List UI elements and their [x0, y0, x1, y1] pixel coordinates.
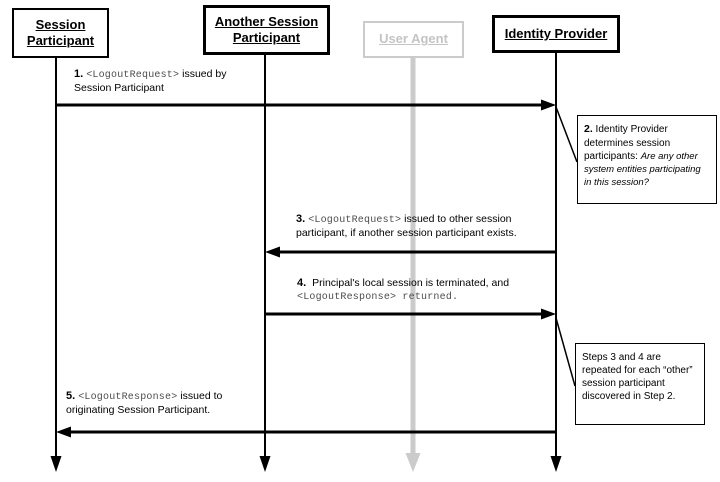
arrowhead-right-icon: [541, 99, 556, 111]
note-3-4-connector-line: [555, 317, 576, 387]
participant-box-user-agent: User Agent: [363, 21, 464, 58]
participant-label: Another Session: [214, 13, 319, 29]
lifeline-end-arrow-icon: [50, 456, 62, 472]
xml-element-name: <LogoutRequest>: [86, 70, 180, 81]
participant-box-session-participant: Session Participant: [12, 8, 109, 58]
step-number: 2.: [584, 123, 593, 135]
participant-box-identity-provider: Identity Provider: [492, 15, 620, 53]
xml-element-name: <LogoutRequest>: [308, 215, 402, 226]
message-3-label: 3.<LogoutRequest> issued to other sessio…: [296, 213, 517, 240]
step-number: 1.: [74, 68, 84, 80]
message-5-arrow: [56, 426, 556, 438]
note-step-2: 2. Identity Provider determines session …: [577, 115, 717, 204]
note-2-connector-line: [555, 106, 578, 163]
arrowhead-left-icon: [265, 246, 280, 258]
participant-label: Session: [35, 16, 86, 32]
note-steps-3-4: Steps 3 and 4 are repeated for each “oth…: [575, 343, 705, 425]
lifeline-end-arrow-icon: [550, 456, 562, 472]
participant-label: Identity Provider: [504, 25, 608, 41]
message-1-label: 1.<LogoutRequest> issued by Session Part…: [74, 68, 227, 95]
note-question-italic: Are any other system entities participat…: [584, 150, 701, 189]
participant-label: Participant: [26, 33, 95, 48]
step-number: 3.: [296, 213, 306, 225]
xml-element-name: <LogoutResponse>: [78, 392, 178, 403]
arrowhead-right-icon: [541, 308, 556, 320]
step-number: 4.: [297, 277, 307, 289]
message-5-label: 5.<LogoutResponse> issued to originating…: [66, 390, 223, 417]
participant-label: Participant: [232, 30, 301, 45]
xml-element-name: <LogoutResponse> returned.: [297, 291, 459, 303]
participant-box-another-session-participant: Another Session Participant: [203, 5, 330, 55]
lifeline-end-arrow-icon: [259, 456, 271, 472]
arrowhead-left-icon: [56, 426, 71, 438]
message-4-label: 4. Principal's local session is terminat…: [297, 277, 510, 303]
message-1-arrow: [56, 99, 556, 111]
step-number: 5.: [66, 390, 76, 402]
message-3-arrow: [265, 246, 556, 258]
message-4-arrow: [265, 308, 556, 320]
participant-label: User Agent: [379, 31, 448, 47]
lifeline-end-arrow-icon: [405, 453, 421, 472]
